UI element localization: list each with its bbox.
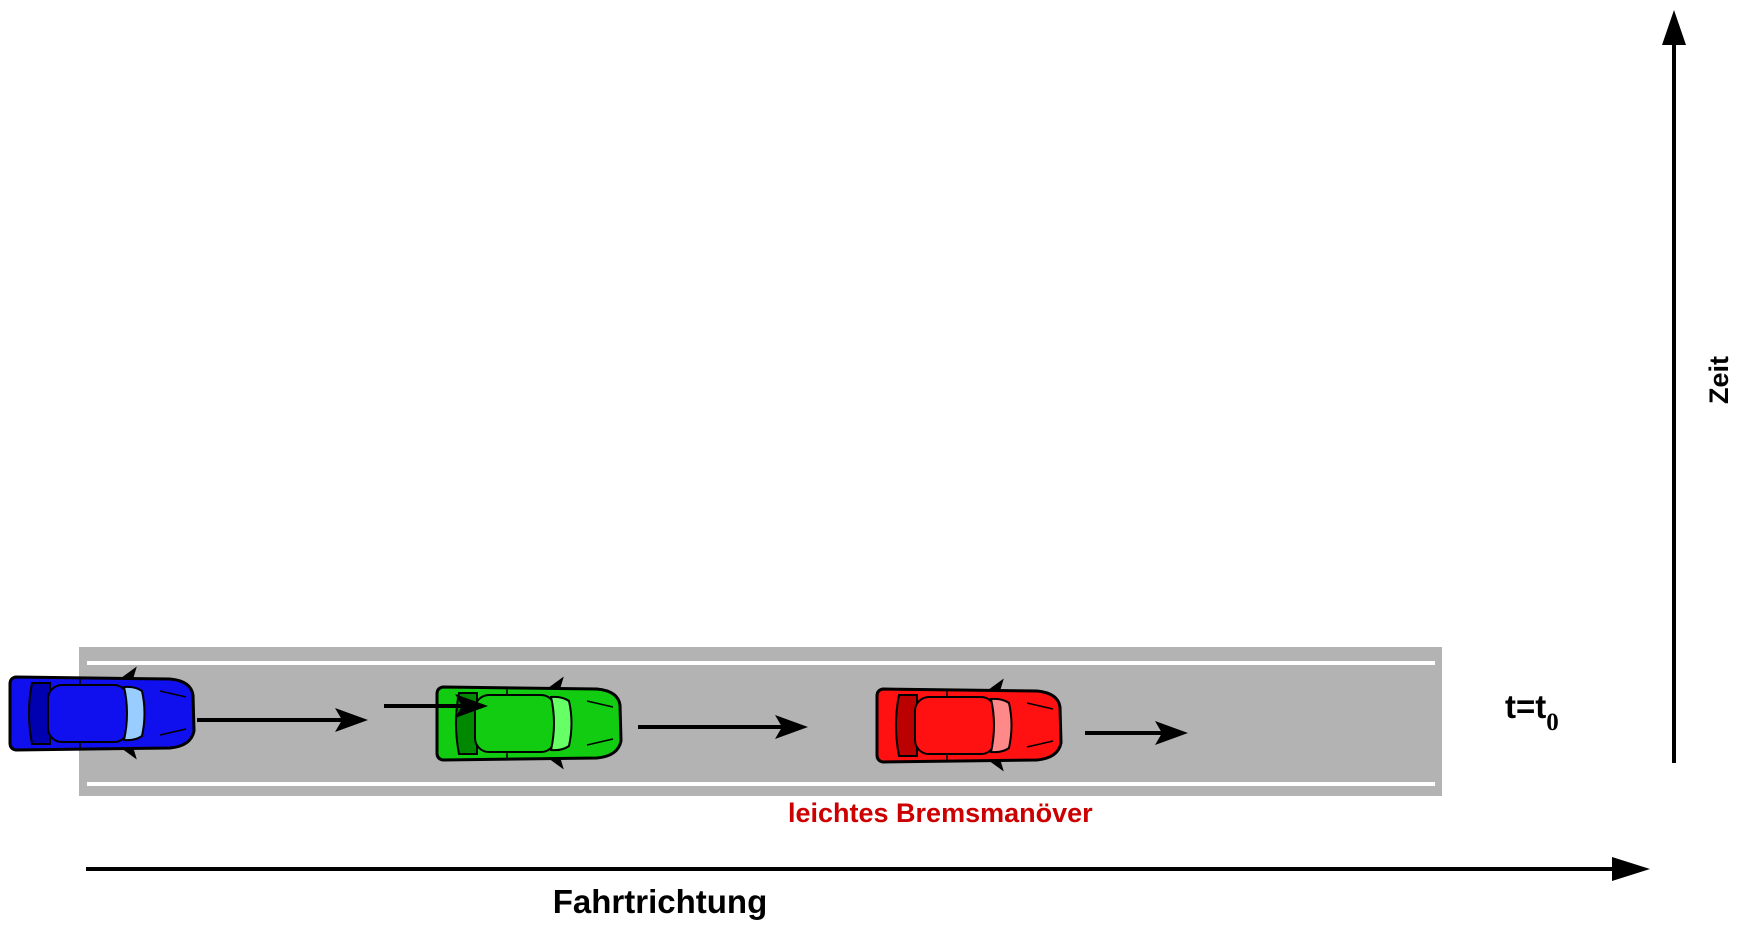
direction-axis-label: Fahrtrichtung	[553, 883, 767, 920]
blue-car-windshield	[122, 685, 146, 742]
time-axis-label: Zeit	[1704, 356, 1734, 404]
braking-note: leichtes Bremsmanöver	[788, 798, 1093, 828]
red-car	[875, 678, 1063, 772]
time-marker-base: t=t	[1505, 688, 1546, 725]
blue-car-cabin	[47, 684, 129, 743]
green-car-front-arrow	[384, 694, 488, 718]
green-car-motion-arrow	[638, 715, 808, 739]
blue-car-motion-arrow	[197, 708, 368, 732]
direction-axis	[86, 857, 1650, 881]
time-axis	[1662, 10, 1686, 763]
green-car-windshield	[549, 695, 573, 752]
time-marker-subscript: 0	[1546, 709, 1559, 736]
red-car-motion-arrow	[1085, 721, 1188, 745]
motion-arrows	[197, 694, 1188, 745]
time-marker: t=t0	[1505, 688, 1559, 736]
red-car-windshield	[989, 697, 1013, 754]
red-car-cabin	[914, 696, 996, 755]
green-car-cabin	[474, 694, 556, 753]
blue-car	[8, 666, 196, 760]
cars-layer	[8, 666, 1063, 772]
green-car	[435, 676, 623, 770]
